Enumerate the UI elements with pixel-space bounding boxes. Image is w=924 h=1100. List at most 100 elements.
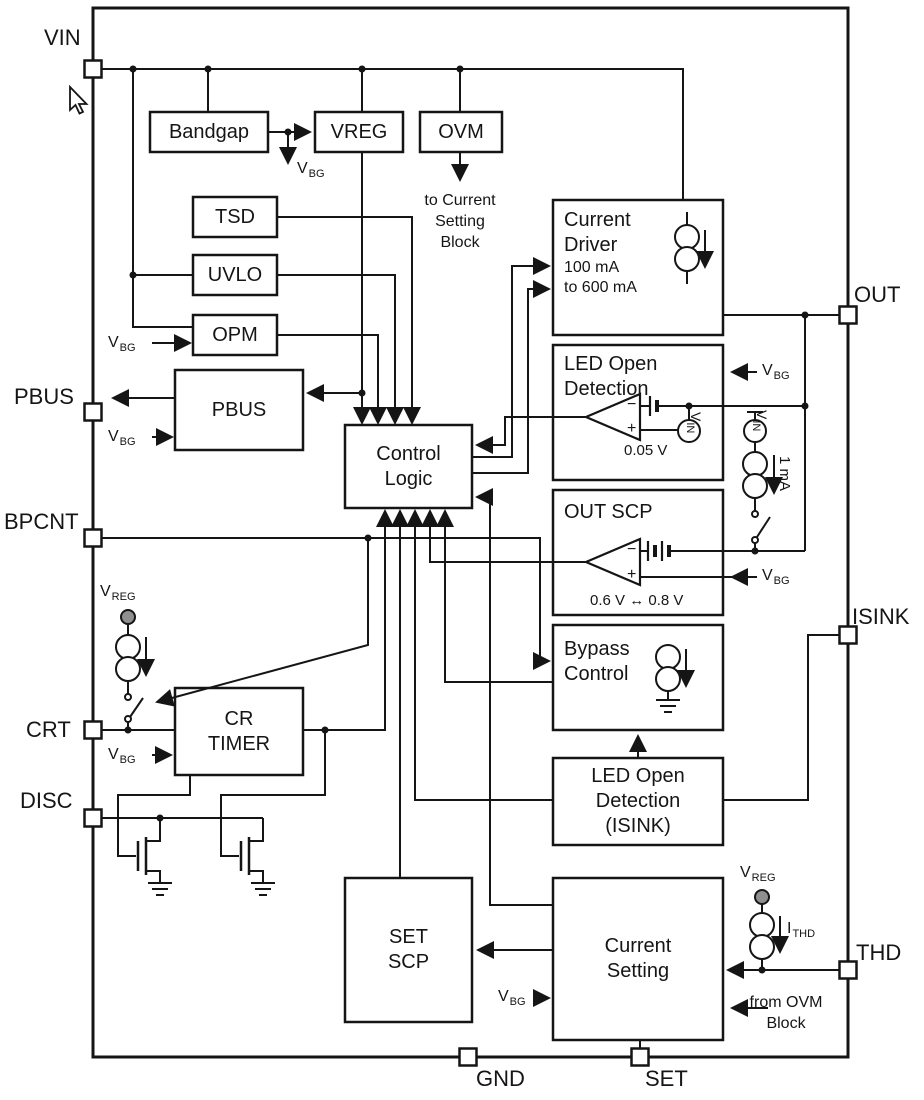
pin-label-crt: CRT (26, 717, 71, 742)
bypass-current-source-icon (655, 666, 681, 692)
vbg-label-ledopen: VBG (762, 362, 790, 382)
led-comparator-plus: + (627, 420, 637, 437)
opm-label: OPM (212, 323, 258, 346)
mouse-cursor (69, 84, 89, 115)
pin-label-isink: ISINK (852, 604, 910, 629)
led-comparator-minus: − (627, 396, 637, 413)
led-open-comparator (583, 392, 642, 442)
led-vin-source-icon (677, 419, 701, 443)
m1-source (146, 870, 161, 883)
wire-crtimer-to-cl (303, 509, 394, 731)
mosfets (136, 837, 251, 875)
right-vin-source-icon (743, 419, 767, 443)
bypass-current-source-icon (655, 644, 681, 670)
bandgap-label: Bandgap (168, 120, 250, 143)
m1-drain (146, 818, 161, 842)
right-switch-contact (751, 536, 759, 544)
wire-vin-rail (102, 68, 684, 200)
isink-pin (838, 625, 858, 645)
uvlo-label: UVLO (207, 263, 263, 286)
offset-005-label: 0.05 V (624, 442, 668, 459)
vreg-label: VREG (330, 120, 388, 143)
wire-bpcnt-to-switch (155, 538, 369, 707)
pbus-block (173, 368, 305, 452)
current-setting-block (551, 876, 725, 1042)
wire-currentsetting-to-cl (475, 488, 553, 906)
tsd-label: TSD (215, 205, 255, 228)
mosfet1-ground (148, 882, 172, 896)
out-pin (838, 305, 858, 325)
wire-uvlo-to-control-logic (277, 274, 404, 425)
to-current-setting-note: to Current Setting Block (424, 192, 496, 251)
crt-pin (83, 720, 103, 740)
crt-switch-contact (124, 715, 132, 723)
threshold-0608-label: 0.6 V ↔ 0.8 V (590, 592, 684, 609)
current-1ma-label: 1 mA (776, 456, 793, 492)
wire-gate-m2 (220, 730, 326, 857)
gnd-pin (458, 1047, 478, 1067)
pin-label-bpcnt: BPCNT (4, 509, 79, 534)
wire-isinkdet-to-cl (406, 509, 553, 801)
block-rects (148, 110, 725, 1042)
isink-1ma-source-icon (742, 451, 768, 477)
bypass-control-label: Bypass Control (564, 638, 630, 685)
pin-label-vin: VIN (44, 25, 81, 50)
vbg-label-opm: VBG (108, 334, 136, 354)
scp-comparator-minus: − (627, 541, 637, 558)
wire-bpcnt-to-bypass (102, 537, 551, 670)
pin-label-thd: THD (856, 940, 902, 965)
pins (83, 59, 858, 1067)
vreg-label-crt: VREG (100, 583, 136, 603)
tsd-block (191, 195, 279, 239)
ithd-label: ITHD (787, 920, 816, 940)
wire-cl-to-driver-1 (472, 257, 551, 458)
vbg-label-crtimer: VBG (108, 746, 136, 766)
wire-gate-m1 (117, 775, 191, 857)
thd-current-source-icon (749, 934, 775, 960)
scp-comparator-plus: + (627, 566, 637, 583)
pbus-block-label: PBUS (211, 398, 267, 421)
wire-tsd-to-control-logic (277, 216, 421, 425)
led-open-isink-block (551, 756, 725, 847)
led-open-detection-label: LED Open Detection (564, 353, 658, 400)
vbg-label-currentsetting: VBG (498, 988, 526, 1008)
bpcnt-pin (83, 528, 103, 548)
switch-symbols (124, 510, 759, 723)
vbg-label-outscp: VBG (762, 567, 790, 587)
vreg-label-thd: VREG (740, 864, 776, 884)
wire-opm-to-control-logic (277, 334, 387, 425)
right-switch-contact (751, 510, 759, 518)
m2-drain (249, 818, 264, 842)
bypass-ground (656, 699, 680, 713)
wire-cl-to-driver-2 (472, 280, 551, 474)
pin-label-disc: DISC (20, 788, 73, 813)
out-scp-comparator (583, 537, 642, 587)
pin-label-gnd: GND (476, 1066, 525, 1091)
pin-label-pbus: PBUS (14, 384, 74, 409)
pbus-pin (83, 402, 103, 422)
vin-label-right: VIN (750, 410, 770, 432)
vin-pin (83, 59, 103, 79)
m2-source (249, 870, 264, 883)
crt-vreg-supply-node (120, 609, 136, 625)
ovm-label: OVM (438, 120, 484, 143)
crt-switch-blade (129, 697, 144, 718)
source-symbols (115, 224, 775, 960)
crt-current-source-icon (115, 634, 141, 660)
pin-label-out: OUT (854, 282, 901, 307)
wire-bypass-to-cl (436, 509, 553, 683)
wire-outscp-to-cl (421, 509, 586, 563)
wire-isink-pin (723, 634, 840, 801)
out-scp-label: OUT SCP (564, 501, 653, 523)
opm-block (191, 313, 279, 357)
isink-1ma-source-icon (742, 473, 768, 499)
cr-timer-block (173, 686, 305, 777)
driver-current-source-icon (674, 246, 700, 272)
driver-current-source-icon (674, 224, 700, 250)
battery-symbols (646, 396, 671, 561)
